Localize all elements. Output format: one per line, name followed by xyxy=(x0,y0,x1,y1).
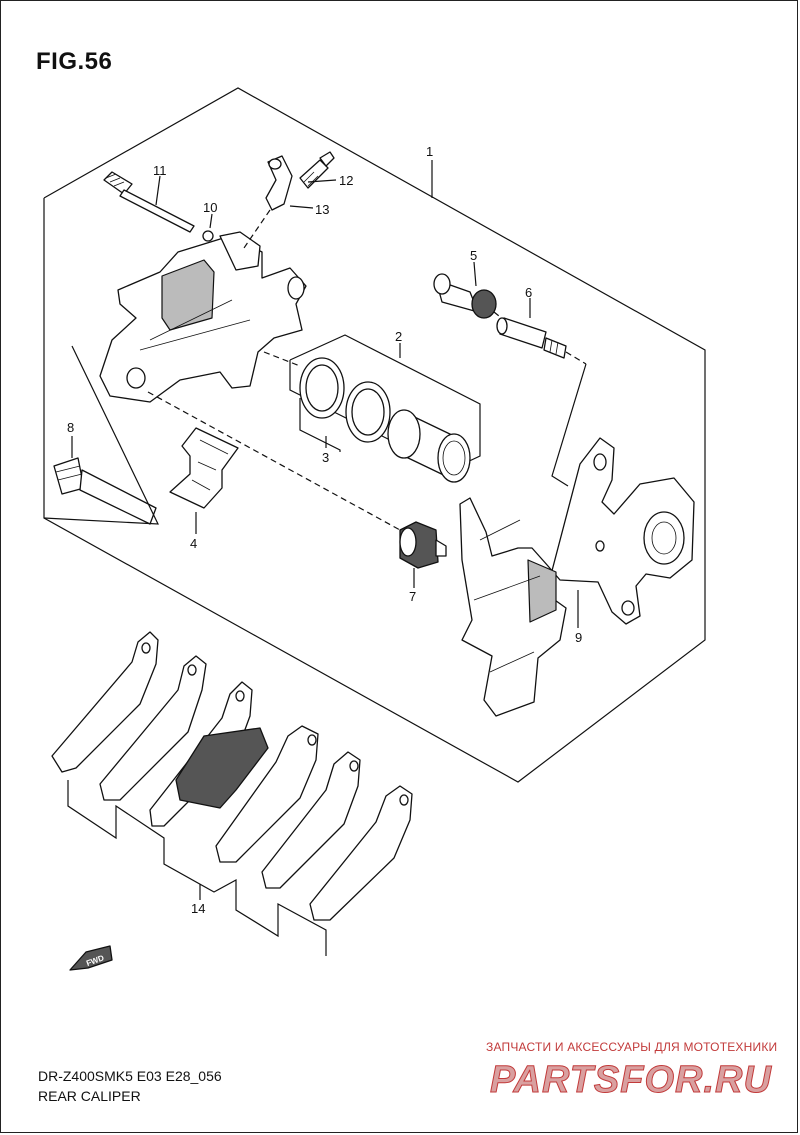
watermark-tagline: ЗАПЧАСТИ И АКСЕССУАРЫ ДЛЯ МОТОТЕХНИКИ xyxy=(486,1040,778,1054)
pad-spring xyxy=(169,427,239,509)
watermark: ЗАПЧАСТИ И АКСЕССУАРЫ ДЛЯ МОТОТЕХНИКИ PA… xyxy=(486,1040,786,1102)
caliper-bolt xyxy=(103,171,195,233)
callout-9: 9 xyxy=(575,630,582,645)
callout-3: 3 xyxy=(322,450,329,465)
caliper-body xyxy=(99,231,307,403)
callout-13: 13 xyxy=(315,202,329,217)
piston-kit-outline xyxy=(289,334,481,471)
callout-10: 10 xyxy=(203,200,217,215)
piston-seals xyxy=(299,357,391,443)
washer xyxy=(202,230,214,242)
footer: DR-Z400SMK5 E03 E28_056 REAR CALIPER xyxy=(38,1066,222,1106)
caliper-bracket xyxy=(459,437,695,717)
callout-5: 5 xyxy=(470,248,477,263)
callout-2: 2 xyxy=(395,329,402,344)
fwd-arrow-icon: FWD xyxy=(69,945,113,971)
callout-4: 4 xyxy=(190,536,197,551)
pad-bracket-14 xyxy=(67,780,327,956)
guide-pin xyxy=(496,317,567,359)
dust-boot xyxy=(399,521,447,569)
section-name: REAR CALIPER xyxy=(38,1088,141,1104)
bleeder-valve xyxy=(299,151,335,189)
figure-title: FIG.56 xyxy=(36,48,113,75)
callout-1: 1 xyxy=(426,144,433,159)
seal-bracket-3 xyxy=(299,398,341,452)
svg-text:PARTSFOR.RU: PARTSFOR.RU xyxy=(490,1059,772,1101)
piston xyxy=(387,409,471,483)
callout-6: 6 xyxy=(525,285,532,300)
callout-8: 8 xyxy=(67,420,74,435)
callout-7: 7 xyxy=(409,589,416,604)
callout-12: 12 xyxy=(339,173,353,188)
callout-11: 11 xyxy=(153,163,167,178)
model-code: DR-Z400SMK5 E03 E28_056 xyxy=(38,1068,222,1084)
bleeder-cap xyxy=(265,155,293,211)
slide-pin xyxy=(433,273,497,319)
callout-14: 14 xyxy=(191,901,205,916)
watermark-logo: PARTSFOR.RU xyxy=(490,1059,772,1102)
mounting-bolt xyxy=(53,457,157,525)
brake-pads xyxy=(51,631,413,921)
